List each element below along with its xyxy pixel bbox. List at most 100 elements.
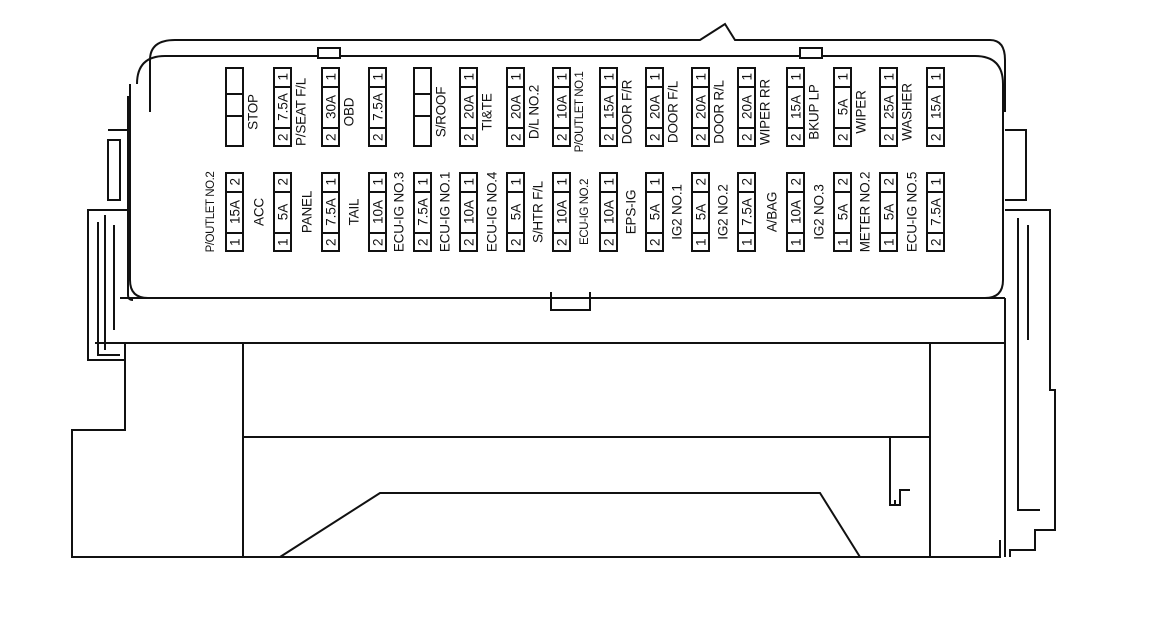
fuse-divider [926,232,945,234]
fuse-pin-number: 1 [739,238,754,246]
fuse-label-text: IG2 NO.1 [669,184,685,240]
fuse-divider [368,127,387,129]
fuse-pin-number: 1 [461,178,476,186]
fuse-divider [786,127,805,129]
fuse-amperage: 7.5A [928,198,943,226]
fuse-divider [645,127,664,129]
fuse-pin-number: 2 [928,133,943,141]
fuse-amperage: 10A [554,199,569,225]
fuse-divider [459,127,478,129]
fuse-amperage: 30A [323,94,338,120]
fuse-amperage: 10A [370,199,385,225]
fuse-pin-number: 2 [461,238,476,246]
fuse-amperage: 20A [508,94,523,120]
fuse-divider [413,232,432,234]
fuse-divider [833,86,852,88]
fuse-pin-number: 2 [227,178,242,186]
fuse-amperage: 5A [693,203,708,221]
fuse-pin-number: 2 [739,133,754,141]
fuse-pin-number: 2 [275,178,290,186]
fuse-divider [599,127,618,129]
fuse-amperage: 7.5A [275,93,290,121]
fuse-pin-number: 2 [881,178,896,186]
fuse-pin-number: 1 [881,73,896,81]
fuse-amperage: 10A [461,199,476,225]
fuse-divider [599,86,618,88]
fuse-pin-number: 2 [881,133,896,141]
fuse-pin-number: 1 [601,73,616,81]
fuse-pin-number: 2 [928,238,943,246]
fuse-divider [879,86,898,88]
fuse-rating-text: 2 10A 1 [460,175,477,249]
fuse-pin-number: 1 [275,238,290,246]
fuse-row1-3: 2 30A 1 [321,67,340,147]
fuse-divider [833,232,852,234]
fuse-amperage: 20A [693,94,708,120]
fuse-label-text: PANEL [299,190,315,234]
fuse-label-text: OBD [341,97,357,127]
fuse-divider [225,191,244,193]
fuse-divider [691,127,710,129]
fuse-pin-number: 1 [370,178,385,186]
fuse-divider [552,232,571,234]
fuse-pin-number: 2 [370,133,385,141]
fuse-label-text: TI&TE [479,93,495,131]
fuse-pin-number: 2 [693,178,708,186]
fuse-pin-number: 2 [323,133,338,141]
fuse-pin-number: 1 [554,73,569,81]
fuse-pin-number: 1 [323,73,338,81]
fuse-label-text: P/SEAT F/L [293,77,309,147]
fuse-label-text: ECU-IG NO.2 [579,179,591,245]
fuse-amperage: 20A [647,94,662,120]
fuse-pin-number: 1 [508,178,523,186]
fuse-divider [413,93,432,95]
fuse-label-text: D/L NO.2 [526,84,542,140]
fuse-label-text: WIPER RR [757,79,773,145]
fuse-row1-5 [413,67,432,147]
fuse-pin-number: 1 [461,73,476,81]
fuse-label-text: DOOR R/L [711,80,727,144]
fuse-pin-number: 1 [835,238,850,246]
fuse-amperage: 5A [647,203,662,221]
fuse-rating-text: 2 30A 1 [322,70,339,144]
fuse-pin-number: 1 [835,73,850,81]
fuse-divider [645,232,664,234]
fuse-divider [413,115,432,117]
fuse-divider [786,86,805,88]
fuse-pin-number: 1 [370,73,385,81]
fuse-divider [691,232,710,234]
fuse-divider [879,127,898,129]
fuse-pin-number: 1 [554,178,569,186]
fuse-pin-number: 2 [739,178,754,186]
fuse-divider [599,191,618,193]
fuse-label-text: P/OUTLET NO.2 [205,171,217,253]
fuse-amperage: 10A [601,199,616,225]
fuse-divider [879,191,898,193]
fuse-pin-number: 2 [554,238,569,246]
fuse-pin-number: 2 [370,238,385,246]
fuse-divider [459,191,478,193]
fuse-row2-8: 2 10A 1 [552,172,571,252]
fuse-divider [926,127,945,129]
fuse-divider [506,127,525,129]
fuse-divider [786,232,805,234]
fuse-label-text: EPS-IG [623,189,639,235]
fuse-pin-number: 1 [881,238,896,246]
